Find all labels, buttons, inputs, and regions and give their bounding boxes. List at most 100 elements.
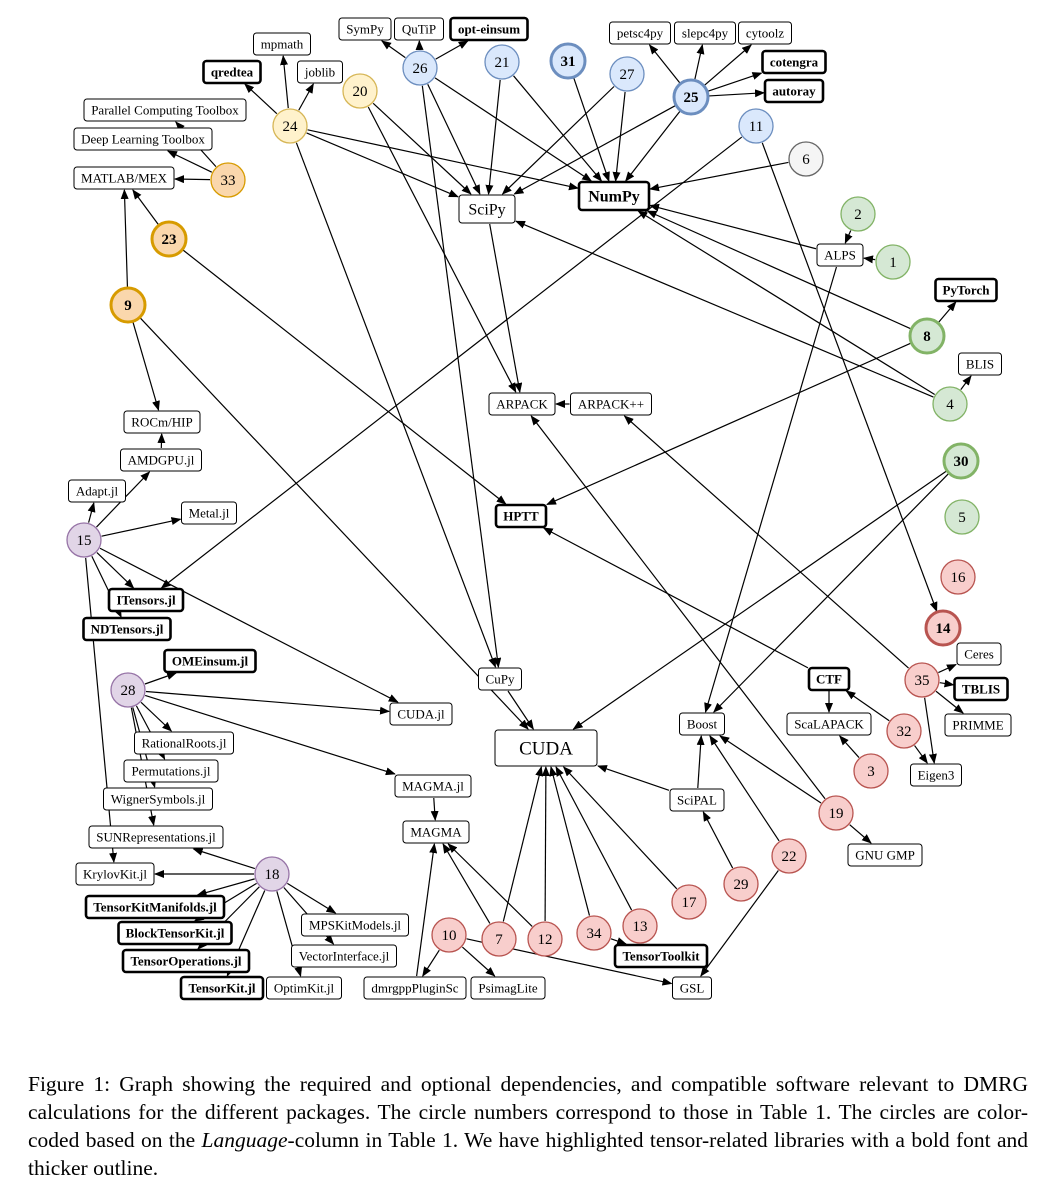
edge-c7-to-cuda (502, 766, 544, 922)
circle-number: 4 (946, 397, 954, 413)
box-label: opt-einsum (458, 22, 520, 37)
box-shape (944, 713, 1012, 737)
box-label: autoray (772, 84, 816, 99)
package-circle-26: 26 (402, 50, 438, 86)
edge-c28-to-magmajl (144, 694, 396, 776)
library-box-sunrepresentations-jl: SUNRepresentations.jl (88, 825, 224, 849)
edge-c18-to-sunrep (192, 847, 256, 870)
box-label: TensorOperations.jl (130, 954, 241, 969)
box-label: qredtea (211, 65, 254, 80)
edge-c15-to-itensors (96, 552, 135, 589)
library-box-tensorkitmanifolds-jl: TensorKitManifolds.jl (84, 894, 226, 920)
box-shape (394, 17, 444, 41)
circle-shape (549, 42, 587, 80)
package-circle-30: 30 (942, 442, 980, 480)
box-label: QuTiP (402, 22, 436, 37)
box-shape (338, 17, 392, 41)
circle-shape (904, 662, 940, 698)
library-box-amdgpu-jl: AMDGPU.jl (120, 448, 202, 472)
box-shape (68, 479, 126, 503)
edge-c18-to-tkmanifolds (196, 878, 255, 897)
box-label: ARPACK (496, 397, 548, 412)
edge-c18-to-mpskitmodels (287, 882, 337, 914)
edge-c11-to-c14 (761, 142, 938, 613)
package-circle-5: 5 (944, 499, 980, 535)
circle-shape (110, 672, 146, 708)
library-box-dmrgpppluginsc: dmrgppPluginSc (363, 976, 467, 1000)
box-label: ScaLAPACK (794, 717, 864, 732)
library-box-alps: ALPS (816, 243, 864, 267)
edge-c21-to-numpy (513, 75, 603, 182)
edge-c33-to-dlt (166, 150, 213, 173)
box-shape (458, 194, 516, 224)
box-shape (120, 448, 202, 472)
circle-shape (671, 884, 707, 920)
library-box-numpy: NumPy (577, 180, 651, 212)
box-label: PsimagLite (478, 981, 537, 996)
box-shape (786, 712, 872, 736)
circle-number: 28 (121, 683, 136, 699)
circle-number: 12 (538, 932, 553, 948)
box-label: CUDA (519, 739, 573, 760)
package-circle-27: 27 (609, 56, 645, 92)
box-label: RationalRoots.jl (142, 736, 227, 751)
library-box-optimkit-jl: OptimKit.jl (266, 976, 342, 1000)
library-box-ceres: Ceres (956, 642, 1002, 666)
box-label: GSL (680, 981, 705, 996)
package-circle-31: 31 (549, 42, 587, 80)
box-label: Deep Learning Toolbox (81, 132, 205, 147)
box-label: PRIMME (952, 718, 1003, 733)
circle-number: 19 (829, 806, 844, 822)
box-shape (488, 392, 556, 416)
circle-number: 25 (684, 90, 699, 106)
edge-c12-to-magma (447, 843, 533, 927)
box-label: cotengra (770, 55, 819, 70)
edge-c35-to-eigen3 (924, 697, 937, 764)
box-label: slepc4py (682, 26, 729, 41)
edge-c19-to-gnugmp (849, 824, 872, 844)
circle-shape (66, 522, 102, 558)
box-shape (679, 712, 725, 736)
box-shape (179, 975, 265, 1001)
box-shape (847, 843, 923, 867)
caption-emphasis: Language (201, 1128, 288, 1152)
edge-c35-to-arpackpp (623, 415, 909, 669)
circle-number: 10 (442, 928, 457, 944)
library-box-arpack: ARPACK++ (570, 392, 652, 416)
circle-shape (840, 196, 876, 232)
edge-c6-to-numpy (649, 161, 789, 192)
box-shape (163, 648, 257, 674)
edge-c28-to-cudajl (145, 690, 390, 715)
box-label: MATLAB/MEX (81, 171, 168, 186)
library-box-metal-jl: Metal.jl (181, 501, 237, 525)
package-circle-29: 29 (723, 866, 759, 902)
library-box-psimaglite: PsimagLite (470, 976, 546, 1000)
box-shape (958, 352, 1002, 376)
circle-shape (272, 108, 308, 144)
circle-number: 35 (915, 673, 930, 689)
edge-scipal-to-cuda (597, 765, 670, 791)
box-label: joblib (304, 65, 335, 80)
package-circle-28: 28 (110, 672, 146, 708)
package-circle-12: 12 (527, 921, 563, 957)
edge-c22-to-gsl (700, 870, 779, 977)
library-box-wignersymbols-jl: WignerSymbols.jl (103, 787, 213, 811)
library-box-adapt-jl: Adapt.jl (68, 479, 126, 503)
circle-number: 24 (283, 119, 299, 135)
edge-alps-to-boost (704, 266, 838, 713)
box-label: VectorInterface.jl (299, 949, 390, 964)
library-box-eigen3: Eigen3 (910, 763, 962, 787)
box-label: WignerSymbols.jl (111, 792, 206, 807)
package-circle-32: 32 (886, 713, 922, 749)
box-shape (291, 944, 397, 968)
box-shape (123, 410, 201, 434)
edge-c35-to-tblis (939, 679, 955, 688)
circle-shape (109, 286, 147, 324)
circle-shape (484, 44, 520, 80)
edge-c19-to-boost (719, 735, 822, 804)
library-box-mpskitmodels-jl: MPSKitModels.jl (301, 913, 409, 937)
package-circle-23: 23 (150, 220, 188, 258)
library-box-omeinsum-jl: OMEinsum.jl (163, 648, 257, 674)
circle-shape (924, 609, 962, 647)
